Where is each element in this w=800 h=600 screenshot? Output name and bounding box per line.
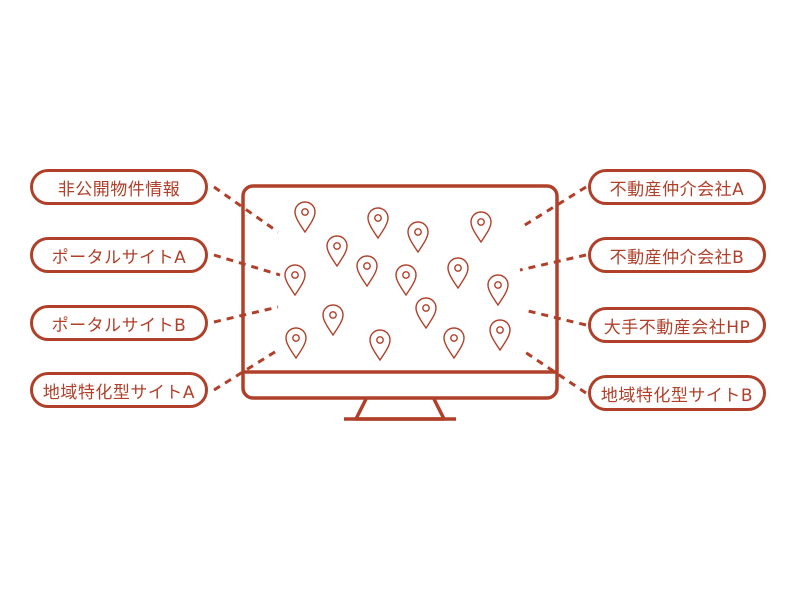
label-text: 不動産仲介会社B — [609, 247, 745, 268]
map-pin-dot — [374, 214, 382, 222]
map-pin-icon — [284, 264, 306, 297]
map-pin-dot — [477, 218, 485, 226]
label-right-4: 地域特化型サイトB — [588, 375, 766, 411]
map-pin-icon — [395, 264, 417, 297]
label-text: 地域特化型サイトA — [42, 382, 196, 403]
map-pin-icon — [489, 319, 511, 352]
map-pin-icon — [487, 274, 509, 307]
label-right-2: 不動産仲介会社B — [588, 237, 766, 273]
label-left-4: 地域特化型サイトA — [30, 372, 208, 408]
label-text: 地域特化型サイトB — [600, 385, 754, 406]
map-pin-icon — [470, 211, 492, 244]
map-pin-dot — [450, 334, 458, 342]
label-right-1: 不動産仲介会社A — [588, 169, 766, 205]
label-left-1: 非公開物件情報 — [30, 169, 208, 205]
connector-left-1 — [213, 185, 279, 234]
map-pin-dot — [329, 311, 337, 319]
connector-right-3 — [523, 308, 587, 327]
map-pin-icon — [369, 329, 391, 362]
map-pin-icon — [326, 235, 348, 268]
label-text: ポータルサイトB — [51, 315, 187, 336]
connector-left-2 — [213, 253, 281, 277]
monitor-icon — [241, 184, 559, 421]
label-text: 不動産仲介会社A — [609, 179, 745, 200]
map-pin-dot — [414, 228, 422, 236]
map-pin-icon — [285, 327, 307, 360]
connector-right-2 — [519, 253, 587, 272]
label-right-3: 大手不動産会社HP — [588, 307, 766, 343]
label-left-3: ポータルサイトB — [30, 305, 208, 341]
monitor-screen — [241, 184, 559, 400]
map-pin-dot — [292, 334, 300, 342]
map-pin-icon — [443, 327, 465, 360]
map-pin-dot — [494, 281, 502, 289]
connector-left-4 — [213, 348, 279, 392]
connector-left-3 — [213, 305, 279, 324]
map-pin-icon — [407, 221, 429, 254]
connector-lines — [213, 185, 587, 395]
map-pin-dot — [333, 242, 341, 250]
label-text: ポータルサイトA — [51, 247, 187, 268]
map-pin-dot — [402, 271, 410, 279]
map-pin-dot — [376, 336, 384, 344]
map-pin-dot — [496, 326, 504, 334]
map-pin-icon — [447, 257, 469, 290]
monitor-stand — [354, 398, 446, 421]
map-pin-icon — [322, 304, 344, 337]
map-pins — [284, 201, 511, 362]
map-pin-dot — [454, 264, 462, 272]
map-pin-dot — [301, 208, 309, 216]
label-text: 非公開物件情報 — [57, 179, 181, 200]
map-pin-icon — [294, 201, 316, 234]
connector-right-1 — [519, 185, 587, 230]
label-text: 大手不動産会社HP — [603, 317, 751, 338]
map-pin-dot — [291, 271, 299, 279]
map-pin-icon — [415, 297, 437, 330]
label-left-2: ポータルサイトA — [30, 237, 208, 273]
map-pin-dot — [363, 262, 371, 270]
map-pin-dot — [422, 304, 430, 312]
map-pin-icon — [356, 255, 378, 288]
map-pin-icon — [367, 207, 389, 240]
